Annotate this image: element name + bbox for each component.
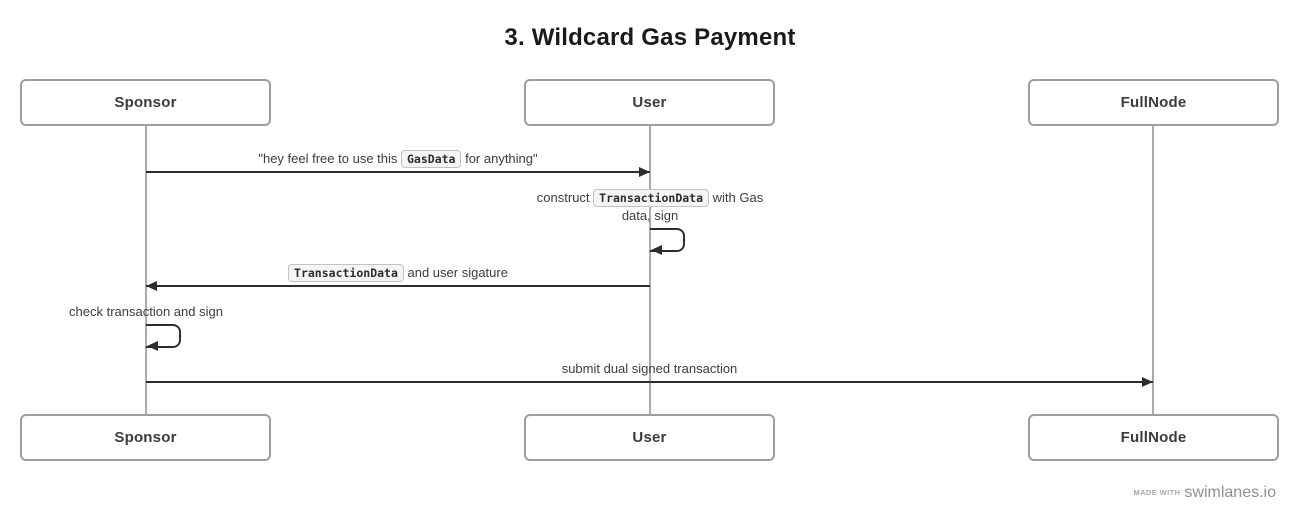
arrowhead-left-icon	[146, 281, 157, 291]
actor-label-fullnode: FullNode	[1120, 429, 1187, 446]
diagram-title: 3. Wildcard Gas Payment	[504, 24, 796, 51]
message-label-check-transaction: check transaction and sign	[26, 303, 266, 321]
message-label-construct-transaction: construct TransactionData with Gas data,…	[525, 189, 775, 225]
watermark-brand-link[interactable]: swimlanes.io	[1184, 484, 1276, 501]
actor-box-sponsor-bottom: Sponsor	[20, 414, 271, 461]
lifeline-sponsor	[145, 125, 147, 414]
message-text: and user sigature	[403, 265, 508, 280]
actor-box-fullnode-bottom: FullNode	[1028, 414, 1279, 461]
actor-label-sponsor: Sponsor	[114, 429, 177, 446]
actor-label-sponsor: Sponsor	[114, 94, 177, 111]
self-message-loop-user	[650, 228, 685, 252]
code-badge-gasdata: GasData	[401, 150, 462, 168]
code-badge-transactiondata: TransactionData	[288, 264, 404, 282]
arrowhead-right-icon	[639, 167, 650, 177]
arrowhead-left-icon	[147, 341, 158, 351]
message-text: submit dual signed transaction	[561, 361, 738, 376]
actor-box-user-bottom: User	[524, 414, 775, 461]
actor-label-user: User	[632, 429, 667, 446]
message-label-transactiondata-signature: TransactionData and user sigature	[146, 264, 650, 282]
actor-box-fullnode-top: FullNode	[1028, 79, 1279, 126]
message-arrow-sponsor-to-fullnode	[146, 381, 1153, 383]
message-text: check transaction and sign	[69, 304, 223, 319]
lifeline-fullnode	[1152, 125, 1154, 414]
message-label-submit-transaction: submit dual signed transaction	[146, 360, 1153, 378]
actor-label-user: User	[632, 94, 667, 111]
message-arrow-sponsor-to-user	[146, 171, 650, 173]
actor-box-sponsor-top: Sponsor	[20, 79, 271, 126]
arrowhead-left-icon	[651, 245, 662, 255]
message-text: for anything"	[461, 151, 538, 166]
watermark-made-with: MADE WITH	[1133, 488, 1181, 497]
self-message-loop-sponsor	[146, 324, 181, 348]
actor-box-user-top: User	[524, 79, 775, 126]
arrowhead-right-icon	[1142, 377, 1153, 387]
lifeline-user	[649, 125, 651, 414]
actor-label-fullnode: FullNode	[1120, 94, 1187, 111]
message-text: construct	[536, 190, 594, 205]
message-text: "hey feel free to use this	[258, 151, 401, 166]
message-label-gasdata-offer: "hey feel free to use this GasData for a…	[146, 150, 650, 168]
code-badge-transactiondata: TransactionData	[593, 189, 710, 207]
message-arrow-user-to-sponsor	[146, 285, 650, 287]
message-text: with Gas data, sign	[621, 190, 764, 223]
